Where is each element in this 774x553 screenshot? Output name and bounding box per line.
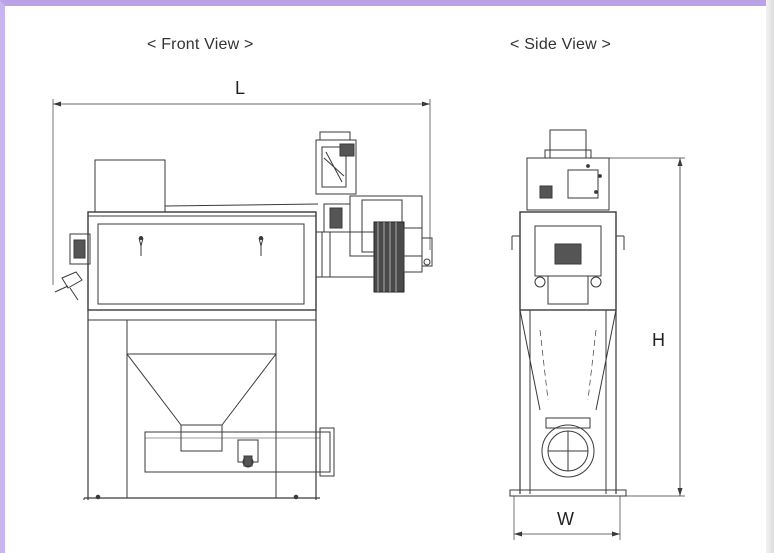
side-stand [509, 310, 627, 497]
side-outlet-flange [541, 424, 595, 478]
width-dimension-label: W [557, 509, 574, 529]
width-dimension-line [513, 496, 621, 540]
left-end-cap [54, 233, 91, 301]
side-upper-housing [526, 157, 610, 211]
length-dimension-line [52, 99, 431, 285]
side-view-title: < Side View > [510, 36, 612, 53]
feed-box [94, 159, 166, 213]
height-dimension-label: H [652, 330, 665, 350]
front-view-title: < Front View > [147, 36, 254, 53]
side-chamber [511, 211, 625, 311]
side-inlet [549, 129, 587, 159]
length-dimension-label: L [235, 78, 246, 98]
scroll-edge [766, 0, 774, 553]
side-cone [519, 309, 617, 411]
height-dimension-line [608, 157, 685, 497]
inlet-valve [315, 131, 357, 195]
drive-assembly [315, 195, 433, 293]
front-view [52, 99, 433, 500]
support-stand [83, 310, 335, 500]
screening-chamber [87, 211, 317, 311]
side-view [509, 129, 685, 540]
